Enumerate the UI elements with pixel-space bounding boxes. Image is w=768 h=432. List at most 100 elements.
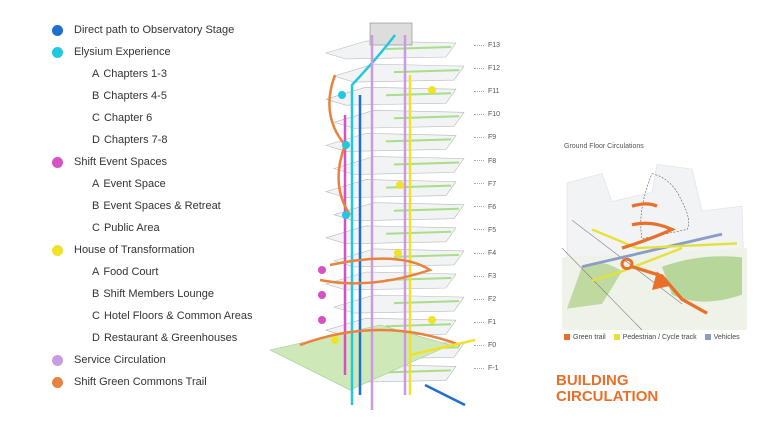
legend-item: Shift Event Spaces [52,156,167,168]
floor-label-text: F12 [488,65,501,73]
legend-dot-icon [52,46,63,58]
marker-icon [318,266,326,274]
floor-label: F1 [474,319,496,326]
legend-dot-icon [52,354,63,366]
floor-label-text: F2 [488,296,497,304]
legend-label: Service Circulation [74,354,166,366]
legend-letter: A [92,68,100,80]
legend-letter: B [92,288,100,300]
floor-label-text: F6 [488,203,497,211]
marker-icon [342,211,350,219]
floor-label: F8 [474,158,496,165]
legend-label: Event Space [103,178,166,190]
heading-line-2: CIRCULATION [556,388,659,405]
tower-circulation-diagram [269,22,476,410]
floor-label: F11 [474,88,500,95]
legend-label: Chapters 1-3 [103,68,167,80]
legend-letter: D [92,332,100,344]
legend-letter: C [92,222,100,234]
legend-label: Chapters 7-8 [103,134,168,146]
legend-letter: C [92,112,100,124]
floor-label-text: F-1 [488,365,499,373]
floor-slab [332,109,465,129]
green-commons-trail [299,328,461,347]
legend-letter: A [92,178,100,190]
elysium-path [350,34,396,405]
floor-label: F5 [474,227,496,234]
ground-floor-legend: Green trail Pedestrian / Cycle track Vehic… [564,334,740,341]
floor-label-text: F9 [488,134,497,142]
floor-slab [324,86,457,106]
green-terrace [385,369,452,374]
gf-legend-item: Pedestrian / Cycle track [613,334,697,341]
gf-legend-label: Green trail [573,334,606,341]
transformation-exit [409,338,476,357]
heading-line-1: BUILDING [556,372,629,389]
green-terrace [385,46,452,50]
floor-label: F9 [474,134,496,141]
legend-dot-icon [52,156,63,168]
legend-item: Shift Green Commons Trail [52,376,207,388]
legend-label: Event Spaces & Retreat [103,200,221,212]
floor-label: F2 [474,296,496,303]
green-commons-trail-loop [319,257,433,285]
floor-label-text: F7 [488,180,497,188]
floor-label-text: F5 [488,226,497,234]
legend-label: House of Transformation [74,244,195,256]
legend-swatch-icon [613,334,620,341]
observatory-exit [424,383,466,407]
gf-legend-label: Pedestrian / Cycle track [622,334,697,341]
legend-letter: B [92,200,100,212]
green-terrace [385,323,452,328]
gf-legend-item: Green trail [564,334,606,341]
gf-legend-item: Vehicles [704,334,740,341]
green-terrace [385,92,452,97]
floor-label: F6 [474,204,496,211]
marker-icon [394,249,402,257]
legend-label: Shift Members Lounge [103,288,215,300]
marker-icon [331,336,339,344]
floor-label: F3 [474,273,496,280]
legend-letter: A [92,266,100,278]
legend-letter: B [92,90,100,102]
legend-dot-icon [52,244,63,256]
green-terrace [385,230,452,235]
ground-floor-diagram [562,155,747,330]
floor-label: F7 [474,181,496,188]
legend-dot-icon [52,376,63,388]
marker-icon [342,141,350,149]
legend-label: Hotel Floors & Common Areas [103,310,253,322]
floor-slab [332,248,465,268]
floor-slab [332,63,465,83]
gf-legend-label: Vehicles [713,334,740,341]
legend-letter: D [92,134,100,146]
legend-swatch-icon [704,334,711,341]
floor-label: F-1 [474,365,499,372]
floor-slab [324,40,457,60]
observatory-stage [369,22,413,46]
floor-label: F12 [474,65,500,72]
legend-item: Elysium Experience [52,46,171,58]
legend-label: Public Area [103,222,160,234]
page-heading: BUILDING CIRCULATION [556,373,658,405]
floor-label-text: F1 [488,319,497,327]
legend-label: Shift Green Commons Trail [74,376,207,388]
legend-label: Direct path to Observatory Stage [74,24,235,36]
floor-label-text: F4 [488,249,497,257]
marker-icon [396,181,404,189]
floor-label: F10 [474,111,500,118]
floor-label-text: F3 [488,273,497,280]
green-terrace [385,138,452,143]
legend-label: Chapter 6 [103,112,153,124]
floor-label-text: F0 [488,342,497,350]
legend-item: House of Transformation [52,244,194,256]
